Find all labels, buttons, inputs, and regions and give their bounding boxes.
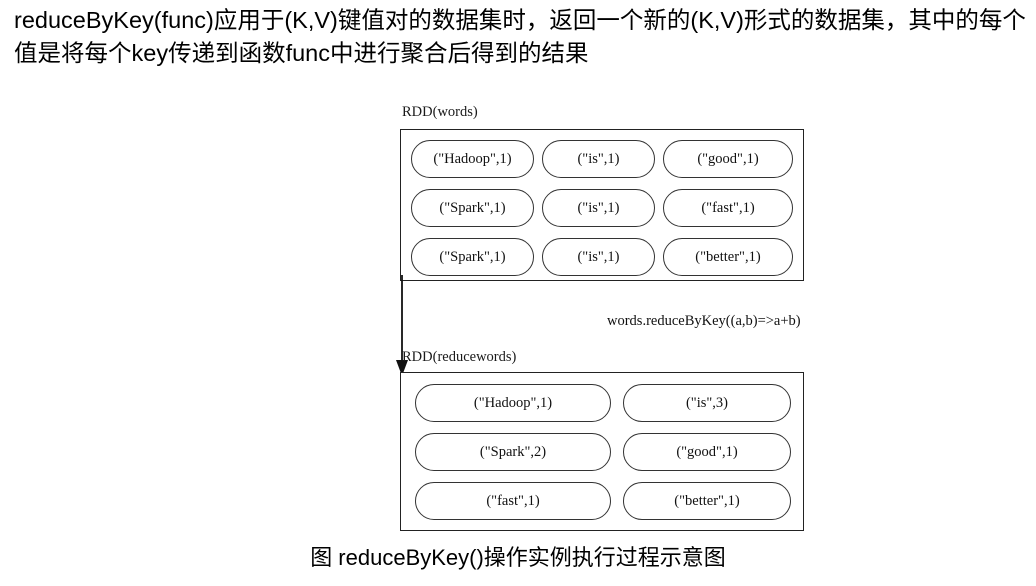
source-cell: ("is",1) (542, 238, 655, 276)
source-cell: ("better",1) (663, 238, 793, 276)
source-cell: ("is",1) (542, 140, 655, 178)
source-rdd-box: ("Hadoop",1) ("is",1) ("good",1) ("Spark… (400, 129, 804, 281)
source-cell: ("is",1) (542, 189, 655, 227)
result-cell: ("good",1) (623, 433, 791, 471)
source-cell: ("good",1) (663, 140, 793, 178)
result-cell: ("is",3) (623, 384, 791, 422)
result-cell: ("better",1) (623, 482, 791, 520)
source-rdd-label: RDD(words) (402, 104, 478, 120)
source-cell: ("fast",1) (663, 189, 793, 227)
result-rdd-box: ("Hadoop",1) ("is",3) ("Spark",2) ("good… (400, 372, 804, 531)
figure-caption: 图 reduceByKey()操作实例执行过程示意图 (310, 545, 726, 570)
result-cell: ("Hadoop",1) (415, 384, 611, 422)
source-cell: ("Hadoop",1) (411, 140, 534, 178)
source-cell: ("Spark",1) (411, 238, 534, 276)
result-cell: ("Spark",2) (415, 433, 611, 471)
source-cell: ("Spark",1) (411, 189, 534, 227)
result-rdd-label: RDD(reducewords) (402, 349, 517, 365)
result-cell: ("fast",1) (415, 482, 611, 520)
transform-label: words.reduceByKey((a,b)=>a+b) (607, 313, 801, 329)
intro-paragraph: reduceByKey(func)应用于(K,V)键值对的数据集时，返回一个新的… (14, 7, 1026, 66)
